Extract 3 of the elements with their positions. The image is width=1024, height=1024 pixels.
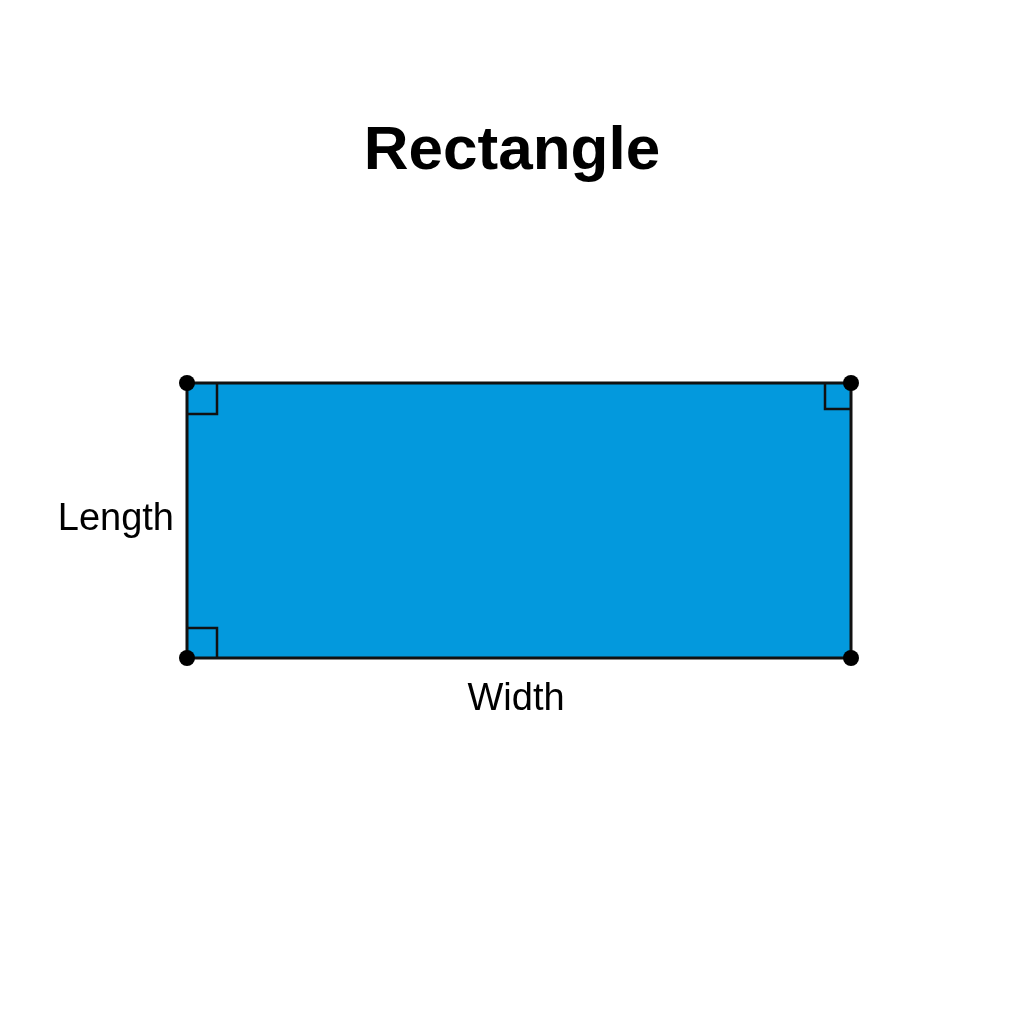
diagram-title: Rectangle (363, 112, 661, 183)
side-label: Length (57, 496, 174, 539)
side-label: Width (467, 676, 565, 719)
